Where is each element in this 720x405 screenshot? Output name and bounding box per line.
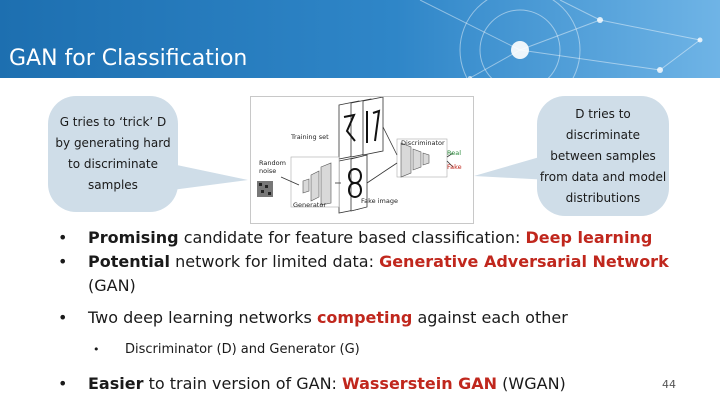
bullet-text: (WGAN) [497,374,566,393]
bubble-left-tail [172,164,248,190]
slide-title: GAN for Classification [9,46,248,71]
bullet-emphasis: Promising [88,228,179,247]
bubble-left-line: G tries to ‘trick’ D [59,115,167,129]
bullet-dot: • [58,228,68,247]
label-random: Random [259,159,286,167]
bullet-list: • Promising candidate for feature based … [58,226,698,396]
page-number: 44 [662,378,676,391]
bubble-left-line: by generating hard [55,136,171,150]
bullet-text: network for limited data: [170,252,380,271]
gan-diagram-image: Training set Discriminator Real Fake Ran… [250,96,474,224]
bullet-item: • Potential network for limited data: Ge… [58,250,698,298]
bullet-text: (GAN) [88,276,136,295]
bullet-text: to train version of GAN: [143,374,343,393]
slide-header: GAN for Classification [0,0,720,78]
label-real: Real [447,149,462,157]
bullet-emphasis: Easier [88,374,144,393]
bullet-highlight: competing [316,308,413,327]
network-decoration [419,0,703,78]
speech-bubble-generator: G tries to ‘trick’ D by generating hard … [48,96,178,212]
bullet-dot: • [93,343,100,356]
sub-bullet-item: • Discriminator (D) and Generator (G) [58,340,698,360]
label-fake: Fake [447,163,462,171]
bubble-left-line: to discriminate [68,157,158,171]
bullet-text: Two deep learning networks [88,308,317,327]
bubble-left-line: samples [88,178,138,192]
bullet-text: against each other [412,308,568,327]
bubble-right-line: distributions [565,190,641,205]
bubble-right-line: discriminate [565,127,641,142]
bullet-highlight: Deep learning [525,228,653,247]
bullet-item: • Easier to train version of GAN: Wasser… [58,372,698,396]
label-discriminator: Discriminator [401,139,445,147]
label-generator: Generator [293,201,327,209]
label-fake-image: Fake image [361,197,398,205]
bullet-dot: • [58,374,68,393]
bullet-dot: • [58,252,68,271]
label-training-set: Training set [291,133,329,141]
bullet-dot: • [58,308,68,327]
gan-diagram-drawing [257,97,454,214]
bullet-item: • Two deep learning networks competing a… [58,306,698,330]
bubble-right-tail [474,154,550,180]
bullet-emphasis: Potential [88,252,171,271]
bullet-text: candidate for feature based classificati… [178,228,526,247]
label-noise: noise [259,167,277,175]
sub-bullet-text: Discriminator (D) and Generator (G) [125,342,360,357]
bubble-right-line: D tries to [575,106,631,121]
bubble-right-line: between samples [550,148,656,163]
bullet-item: • Promising candidate for feature based … [58,226,698,250]
bubble-right-line: from data and model [539,169,667,184]
bullet-highlight: Generative Adversarial Network [379,252,669,271]
speech-bubble-discriminator: D tries to discriminate between samples … [537,96,669,216]
bullet-highlight: Wasserstein GAN [342,374,498,393]
